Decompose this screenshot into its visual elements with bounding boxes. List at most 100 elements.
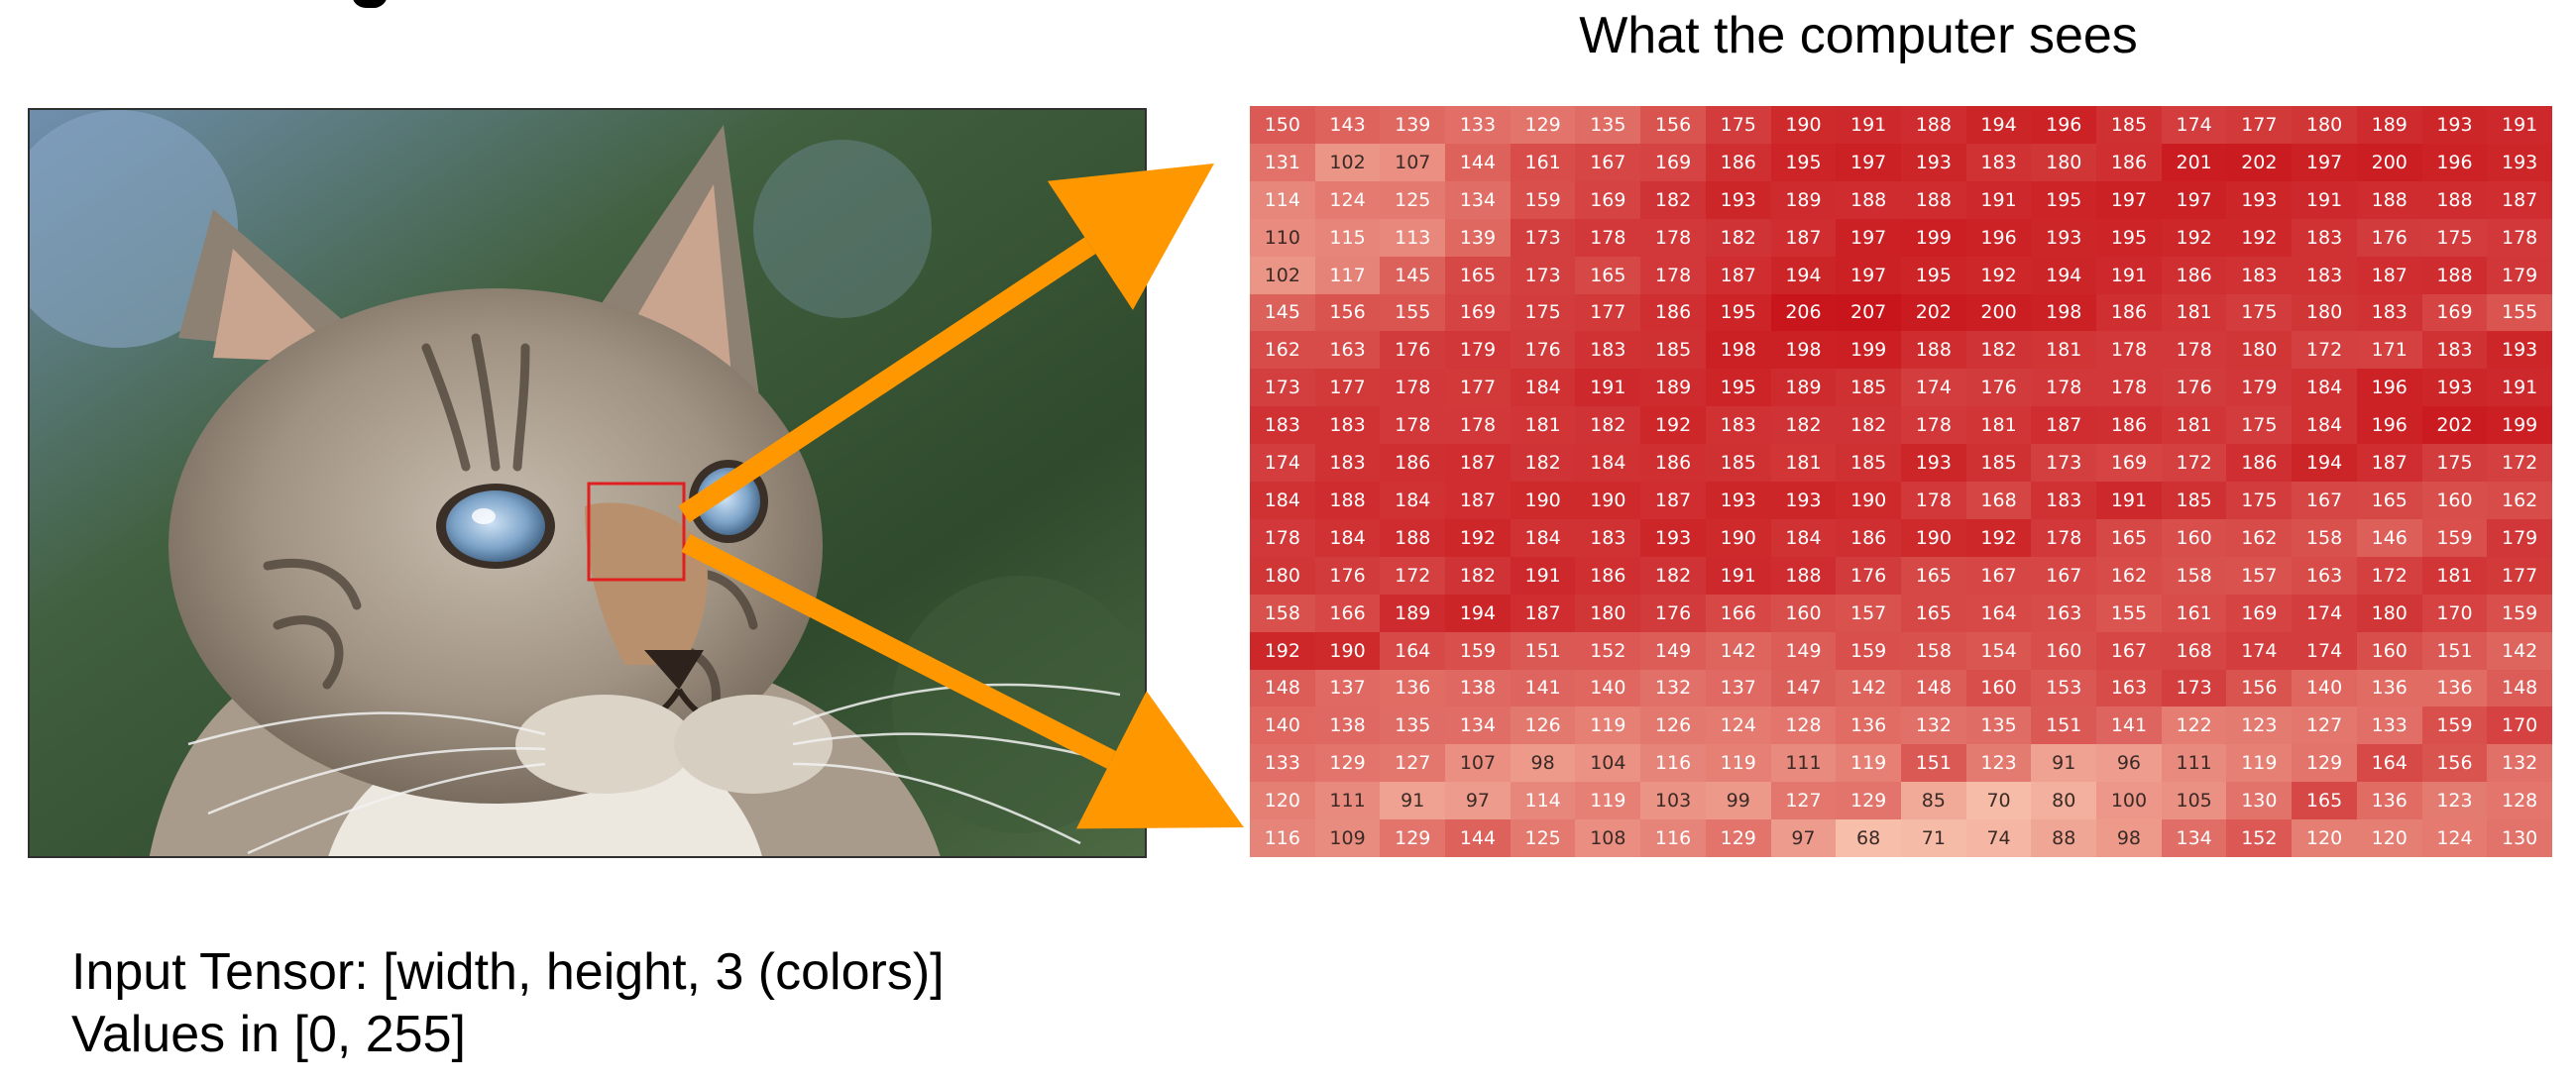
heatmap-cell: 156 — [2421, 744, 2488, 783]
heatmap-cell: 165 — [1900, 594, 1966, 632]
heatmap-cell: 185 — [2161, 482, 2227, 519]
heatmap-cell: 183 — [2292, 256, 2357, 294]
heatmap-cell: 158 — [2292, 518, 2357, 557]
heatmap-cell: 191 — [1705, 556, 1771, 595]
heatmap-cell: 197 — [1836, 218, 1901, 257]
heatmap-cell: 185 — [1705, 444, 1771, 482]
heatmap-cell: 194 — [1965, 106, 2032, 144]
heatmap-cell: 97 — [1445, 782, 1511, 820]
heatmap-cell: 183 — [2226, 256, 2293, 294]
heatmap-cell: 162 — [2226, 518, 2293, 557]
heatmap-cell: 189 — [1380, 594, 1446, 632]
heatmap-cell: 175 — [2226, 293, 2293, 332]
heatmap-cell: 184 — [1510, 369, 1576, 407]
heatmap-cell: 134 — [1445, 706, 1511, 745]
heatmap-cell: 184 — [1575, 444, 1641, 482]
heatmap-cell: 135 — [1380, 706, 1446, 745]
heatmap-cell: 136 — [2356, 782, 2422, 820]
heatmap-cell: 173 — [2161, 669, 2227, 707]
heatmap-cell: 183 — [2421, 331, 2488, 370]
heatmap-cell: 131 — [1250, 143, 1315, 181]
heatmap-cell: 192 — [2226, 218, 2293, 257]
heatmap-cell: 120 — [2356, 819, 2422, 857]
heatmap-cell: 192 — [2161, 218, 2227, 257]
heatmap-cell: 184 — [2292, 369, 2357, 407]
heatmap-cell: 193 — [1640, 518, 1706, 557]
heatmap-cell: 187 — [1705, 256, 1771, 294]
heatmap-cell: 178 — [2031, 518, 2097, 557]
heatmap-cell: 182 — [1640, 556, 1706, 595]
heatmap-cell: 191 — [2487, 106, 2552, 144]
caption: Input Tensor: [width, height, 3 (colors)… — [71, 941, 945, 1066]
heatmap-cell: 173 — [1510, 218, 1576, 257]
heatmap-cell: 170 — [2421, 594, 2488, 632]
heatmap-cell: 183 — [2031, 482, 2097, 519]
heatmap-cell: 132 — [1640, 669, 1706, 707]
heatmap-cell: 191 — [1575, 369, 1641, 407]
heatmap-cell: 186 — [1640, 293, 1706, 332]
heatmap-cell: 148 — [2487, 669, 2552, 707]
heatmap-cell: 158 — [2161, 556, 2227, 595]
heatmap-cell: 181 — [2161, 293, 2227, 332]
heatmap-cell: 183 — [1314, 406, 1381, 445]
heatmap-cell: 155 — [2487, 293, 2552, 332]
heatmap-cell: 182 — [1965, 331, 2032, 370]
heatmap-cell: 116 — [1640, 744, 1706, 783]
heatmap-cell: 193 — [1900, 444, 1966, 482]
heatmap-cell: 187 — [1445, 482, 1511, 519]
heatmap-cell: 172 — [2487, 444, 2552, 482]
heatmap-cell: 189 — [1640, 369, 1706, 407]
heatmap-cell: 173 — [1510, 256, 1576, 294]
heatmap-cell: 159 — [1445, 631, 1511, 670]
heatmap-cell: 176 — [1965, 369, 2032, 407]
heatmap-cell: 164 — [1965, 594, 2032, 632]
heatmap-cell: 174 — [1250, 444, 1315, 482]
heatmap-cell: 192 — [1640, 406, 1706, 445]
heatmap-cell: 184 — [2292, 406, 2357, 445]
heatmap-cell: 156 — [1640, 106, 1706, 144]
heatmap-cell: 182 — [1705, 218, 1771, 257]
heatmap-cell: 192 — [1445, 518, 1511, 557]
heatmap-cell: 190 — [1705, 518, 1771, 557]
heatmap-cell: 98 — [2096, 819, 2162, 857]
heatmap-cell: 183 — [2292, 218, 2357, 257]
heatmap-cell: 159 — [1510, 180, 1576, 219]
heatmap-cell: 182 — [1575, 406, 1641, 445]
heatmap-cell: 158 — [1900, 631, 1966, 670]
heatmap-cell: 201 — [2161, 143, 2227, 181]
heatmap-cell: 192 — [1250, 631, 1315, 670]
heatmap-cell: 138 — [1314, 706, 1381, 745]
heatmap-cell: 181 — [1770, 444, 1837, 482]
heatmap-cell: 191 — [2487, 369, 2552, 407]
heatmap-cell: 196 — [2356, 406, 2422, 445]
heatmap-cell: 139 — [1380, 106, 1446, 144]
heatmap-cell: 199 — [1836, 331, 1901, 370]
heatmap-cell: 132 — [2487, 744, 2552, 783]
heatmap-cell: 114 — [1250, 180, 1315, 219]
heatmap-cell: 188 — [1900, 106, 1966, 144]
heatmap-cell: 165 — [1445, 256, 1511, 294]
heatmap-cell: 177 — [2226, 106, 2293, 144]
heatmap-cell: 186 — [2161, 256, 2227, 294]
heatmap-cell: 185 — [1965, 444, 2032, 482]
heatmap-cell: 141 — [1510, 669, 1576, 707]
heatmap-cell: 195 — [1705, 293, 1771, 332]
heatmap-cell: 169 — [2421, 293, 2488, 332]
heatmap-cell: 119 — [1575, 782, 1641, 820]
heatmap-cell: 178 — [2096, 331, 2162, 370]
heatmap-cell: 182 — [1836, 406, 1901, 445]
heatmap-cell: 181 — [2161, 406, 2227, 445]
heatmap-cell: 193 — [2487, 331, 2552, 370]
heatmap-cell: 184 — [1314, 518, 1381, 557]
heatmap-cell: 193 — [1705, 180, 1771, 219]
heatmap-cell: 186 — [1575, 556, 1641, 595]
heatmap-cell: 174 — [2161, 106, 2227, 144]
heatmap-cell: 173 — [1250, 369, 1315, 407]
heatmap-cell: 167 — [1965, 556, 2032, 595]
heatmap-cell: 140 — [2292, 669, 2357, 707]
heatmap-cell: 188 — [1836, 180, 1901, 219]
heatmap-cell: 194 — [1770, 256, 1837, 294]
heatmap-cell: 193 — [1900, 143, 1966, 181]
heatmap-cell: 105 — [2161, 782, 2227, 820]
heatmap-cell: 132 — [1900, 706, 1966, 745]
